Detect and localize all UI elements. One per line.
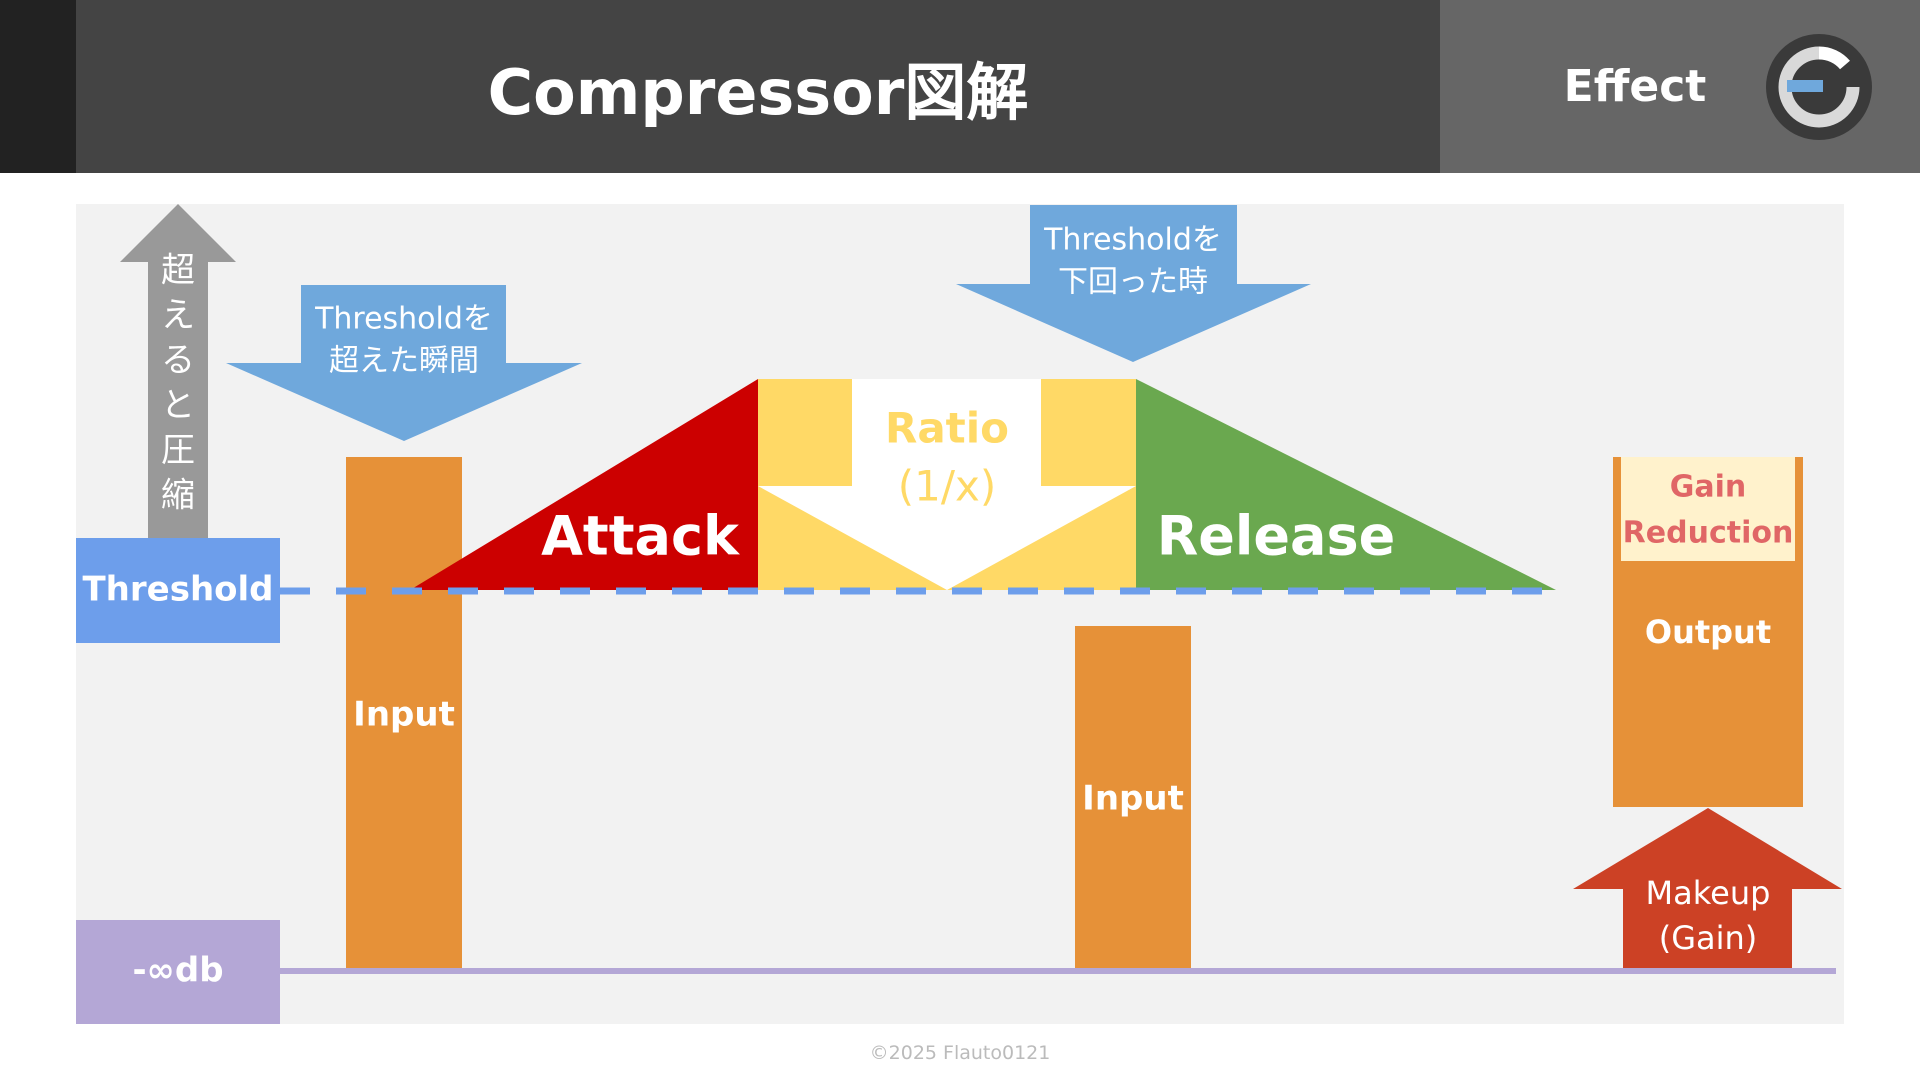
input-bar-2 xyxy=(1075,626,1191,968)
release-triangle xyxy=(1136,379,1556,590)
release-label: Release xyxy=(1157,505,1396,568)
input-label-1: Input xyxy=(353,695,455,735)
threshold-label: Threshold xyxy=(82,570,273,610)
category-label: Effect xyxy=(1563,61,1707,112)
exceed-char-1: え xyxy=(161,296,195,336)
ratio-label-line2: (1/x) xyxy=(898,462,997,511)
exceed-char-0: 超 xyxy=(161,251,195,291)
exceed-char-4: 圧 xyxy=(161,431,195,471)
makeup-label-2: (Gain) xyxy=(1659,919,1758,957)
threshold-box xyxy=(76,538,280,643)
below-threshold-text-2: 下回った時 xyxy=(1058,265,1208,300)
ratio-down-arrow xyxy=(758,379,1136,590)
attack-triangle xyxy=(410,379,758,590)
makeup-label-1: Makeup xyxy=(1646,874,1771,912)
neg-inf-label: -∞db xyxy=(132,951,223,991)
above-threshold-text-2: 超えた瞬間 xyxy=(329,344,479,379)
header: Compressor図解 Effect xyxy=(0,0,1920,173)
ratio-label-line1: Ratio xyxy=(885,404,1009,453)
above-threshold-text-1: Thresholdを xyxy=(314,302,493,337)
exceed-char-2: る xyxy=(161,341,195,381)
input-bar-1 xyxy=(346,457,462,968)
gain-reduction-label-2: Reduction xyxy=(1623,516,1794,551)
below-threshold-arrow xyxy=(956,205,1311,362)
header-title-bar xyxy=(76,0,1440,173)
neg-inf-box xyxy=(76,920,280,1024)
makeup-up-arrow xyxy=(1573,808,1842,968)
knob-logo-icon xyxy=(1766,34,1872,140)
copyright-footer: ©2025 Flauto0121 xyxy=(869,1042,1051,1064)
neg-inf-line xyxy=(278,968,1836,974)
below-threshold-text-1: Thresholdを xyxy=(1043,223,1222,258)
gain-reduction-label-1: Gain xyxy=(1670,470,1747,505)
attack-label: Attack xyxy=(541,505,740,568)
above-threshold-arrow xyxy=(226,285,582,441)
exceed-char-5: 縮 xyxy=(161,476,195,516)
input-label-2: Input xyxy=(1082,779,1184,819)
exceed-char-3: と xyxy=(161,386,195,426)
header-left-block xyxy=(0,0,76,173)
exceed-up-arrow xyxy=(120,204,236,538)
page-title: Compressor図解 xyxy=(487,55,1029,129)
output-label: Output xyxy=(1645,613,1771,651)
gain-reduction-box xyxy=(1621,457,1795,561)
